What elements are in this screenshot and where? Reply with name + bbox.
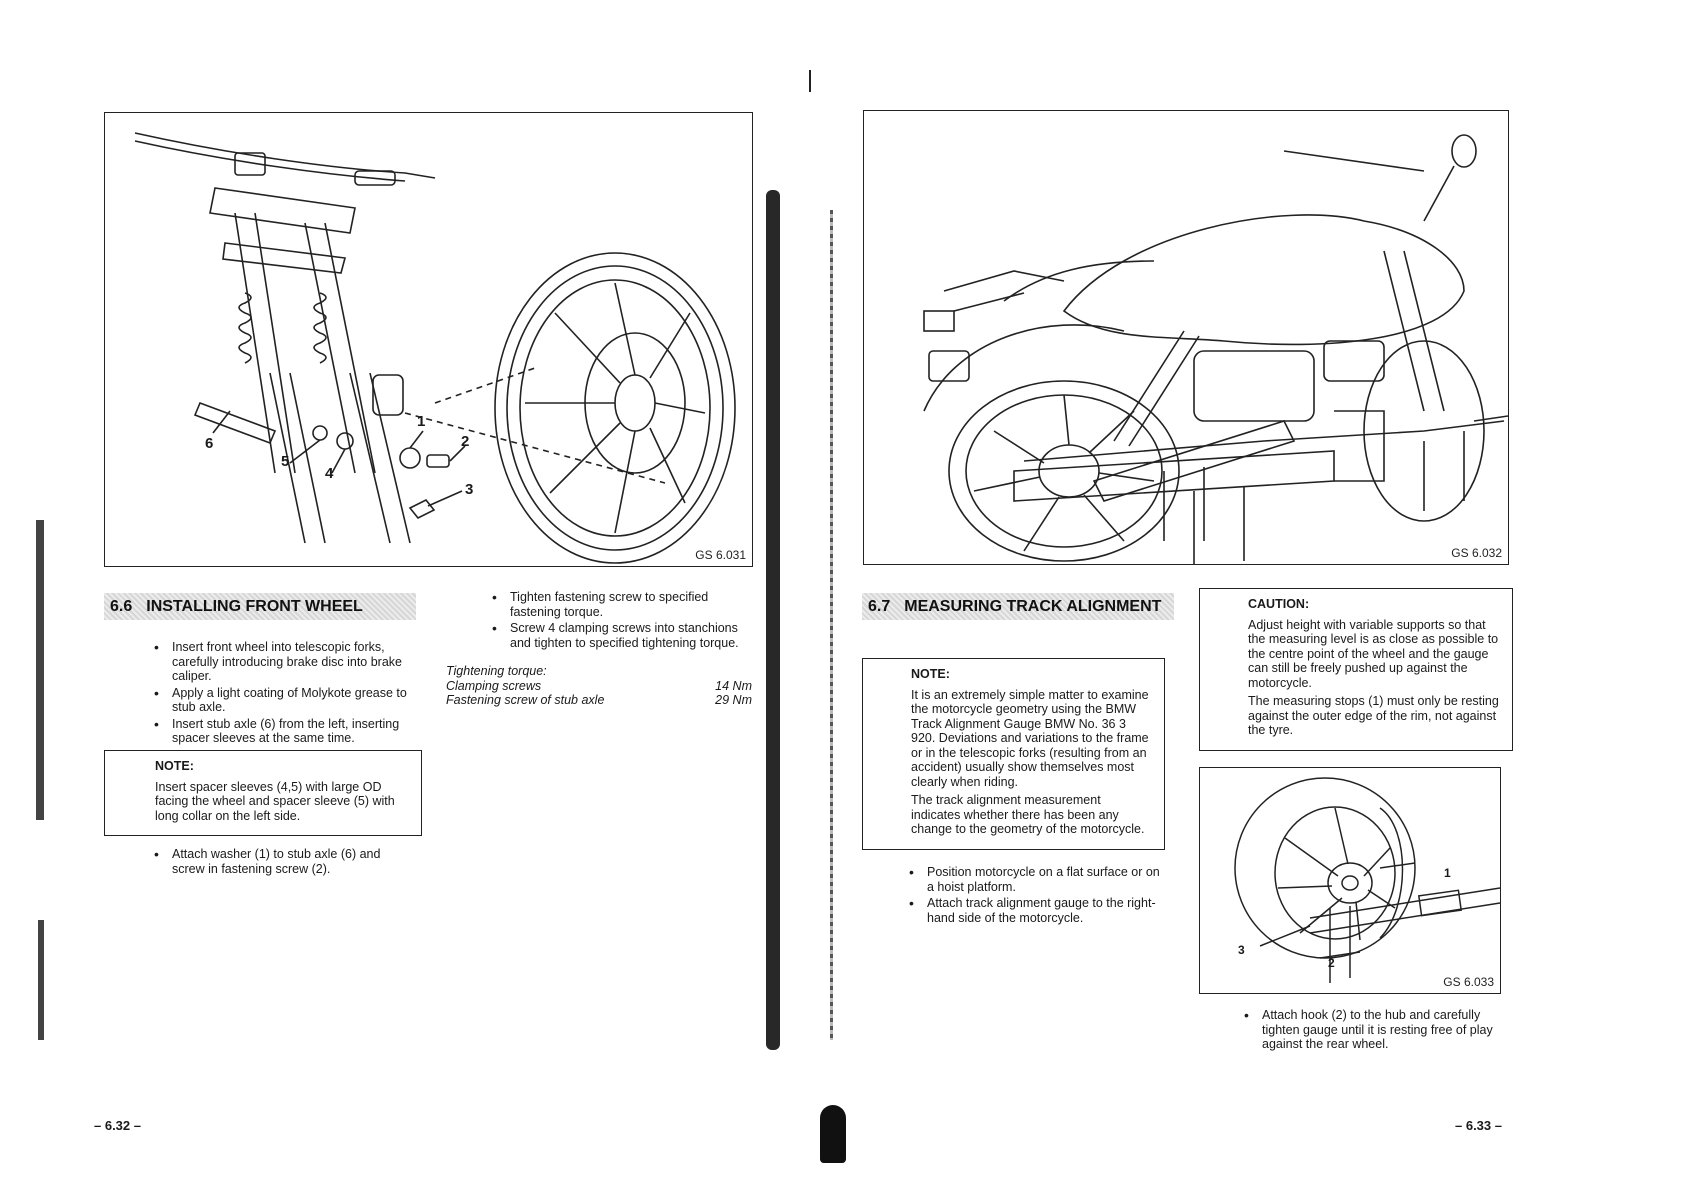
rear-wheel-gauge-illustration	[1234, 777, 1500, 983]
figure-label: GS 6.031	[695, 548, 746, 562]
bullet-list-install-steps: Insert front wheel into telescopic forks…	[150, 640, 412, 748]
torque-table: Tightening torque: Clamping screws 14 Nm…	[446, 664, 752, 708]
list-item: Position motorcycle on a flat surface or…	[905, 865, 1165, 894]
figure-front-wheel: 1 2 3 4 5 6 GS 6.031	[104, 112, 753, 567]
torque-label: Clamping screws	[446, 678, 542, 693]
callout-3: 3	[465, 481, 474, 498]
torque-value: 14 Nm	[715, 678, 752, 693]
list-item: Insert front wheel into telescopic forks…	[150, 640, 412, 684]
bullet-list-position: Position motorcycle on a flat surface or…	[905, 865, 1165, 927]
list-item: Insert stub axle (6) from the left, inse…	[150, 717, 412, 746]
list-item: Tighten fastening screw to specified fas…	[488, 590, 750, 619]
section-number: 6.6	[110, 598, 133, 615]
caution-paragraph: The measuring stops (1) must only be res…	[1248, 694, 1499, 737]
callout-2: 2	[1328, 956, 1335, 970]
motorcycle-alignment-illustration	[923, 134, 1508, 564]
callout-5: 5	[281, 453, 290, 470]
note-box: NOTE: Insert spacer sleeves (4,5) with l…	[104, 750, 422, 836]
callout-1: 1	[417, 413, 426, 430]
bullet-list-tighten: Tighten fastening screw to specified fas…	[488, 590, 750, 652]
list-item: Screw 4 clamping screws into stanchions …	[488, 621, 750, 650]
gutter-shadow	[766, 190, 780, 1050]
gutter-shadow-bottom	[820, 1105, 846, 1163]
callout-1: 1	[1444, 866, 1451, 880]
section-heading-6-6: 6.6 INSTALLING FRONT WHEEL	[104, 593, 416, 620]
table-row: Fastening screw of stub axle 29 Nm	[446, 693, 752, 708]
torque-title: Tightening torque:	[446, 664, 547, 678]
note-text: Insert spacer sleeves (4,5) with large O…	[155, 779, 395, 823]
section-title: MEASURING TRACK ALIGNMENT	[904, 598, 1162, 615]
top-center-mark	[809, 70, 811, 92]
note-title: NOTE:	[155, 759, 194, 773]
caution-title: CAUTION:	[1248, 597, 1310, 611]
note-paragraph: It is an extremely simple matter to exam…	[911, 687, 1149, 789]
torque-label: Fastening screw of stub axle	[446, 693, 605, 707]
list-item: Attach washer (1) to stub axle (6) and s…	[150, 847, 412, 876]
left-edge-mark-2	[38, 920, 44, 1040]
callout-4: 4	[325, 465, 334, 482]
figure-label: GS 6.033	[1443, 975, 1494, 989]
front-fork-wheel-illustration	[134, 132, 736, 564]
callout-6: 6	[205, 435, 214, 452]
page-number-left: – 6.32 –	[94, 1118, 141, 1133]
torque-value: 29 Nm	[715, 693, 752, 707]
note-box-geometry: NOTE: It is an extremely simple matter t…	[862, 658, 1165, 850]
caution-box: CAUTION: Adjust height with variable sup…	[1199, 588, 1513, 751]
bullet-list-hook: Attach hook (2) to the hub and carefully…	[1240, 1008, 1510, 1054]
caution-paragraph: Adjust height with variable supports so …	[1248, 617, 1499, 690]
section-heading-6-7: 6.7 MEASURING TRACK ALIGNMENT	[862, 593, 1174, 620]
figure-label: GS 6.032	[1451, 546, 1502, 560]
callout-3: 3	[1238, 943, 1245, 957]
figure-motorcycle-gauge: GS 6.032	[863, 110, 1509, 565]
bullet-list-washer: Attach washer (1) to stub axle (6) and s…	[150, 847, 412, 878]
left-edge-mark	[36, 520, 44, 820]
list-item: Attach track alignment gauge to the righ…	[905, 896, 1165, 925]
callout-2: 2	[461, 433, 470, 450]
section-number: 6.7	[868, 598, 891, 615]
list-item: Apply a light coating of Molykote grease…	[150, 686, 412, 715]
page-number-right: – 6.33 –	[1455, 1118, 1502, 1133]
list-item: Attach hook (2) to the hub and carefully…	[1240, 1008, 1510, 1052]
section-title: INSTALLING FRONT WHEEL	[146, 598, 363, 615]
table-row: Clamping screws 14 Nm	[446, 679, 752, 694]
note-paragraph: The track alignment measurement indicate…	[911, 793, 1145, 836]
figure-gauge-hook: 1 2 3 GS 6.033	[1199, 767, 1501, 994]
gutter-edge	[830, 210, 833, 1040]
note-title: NOTE:	[911, 667, 950, 681]
